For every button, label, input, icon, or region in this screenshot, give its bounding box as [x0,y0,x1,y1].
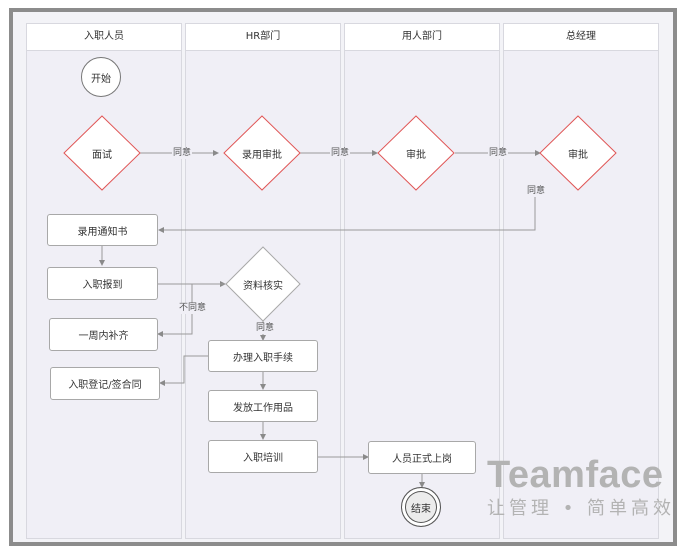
brand-slogan: 让管理 • 简单高效 [487,498,676,519]
edge-label-agree: 同意 [255,323,276,334]
lane-header: 用人部门 [345,24,499,51]
node-label: 录用审批 [242,149,282,161]
supplement-node: 一周内补齐 [49,318,158,351]
brand-name: Teamface [487,454,664,496]
hr-approve-node: 录用审批 [224,116,300,190]
edge-label-agree: 同意 [330,148,351,159]
decision-interview [63,115,141,191]
end-node: 结束 [401,487,441,527]
lane-general-manager: 总经理 [503,23,659,539]
edge-onboard-register [159,355,208,386]
decision-verify [225,246,301,322]
decision-gm-approve [539,115,617,191]
gm-approve-node: 审批 [540,116,616,190]
node-label: 审批 [568,149,588,161]
edge-gm-offer [158,190,536,233]
interview-node: 面试 [64,116,140,190]
edge-label-agree: 同意 [172,148,193,159]
verify-node: 资料核实 [226,247,300,321]
node-label: 面试 [92,149,112,161]
onboard-procedure-node: 办理入职手续 [208,340,318,372]
decision-hr-approve [223,115,301,191]
node-label: 资料核实 [243,280,283,292]
edge-label-agree: 同意 [526,186,547,197]
start-node: 开始 [81,57,121,97]
training-node: 入职培训 [208,440,318,473]
edge-label-agree: 同意 [488,148,509,159]
lane-header: HR部门 [186,24,340,51]
decision-dept-approve [377,115,455,191]
node-label: 审批 [406,149,426,161]
report-node: 入职报到 [47,267,158,300]
supplies-node: 发放工作用品 [208,390,318,422]
formal-post-node: 人员正式上岗 [368,441,476,474]
dept-approve-node: 审批 [378,116,454,190]
lane-header: 入职人员 [27,24,181,51]
offer-node: 录用通知书 [47,214,158,246]
lane-header: 总经理 [504,24,658,51]
register-contract-node: 入职登记/签合同 [50,367,160,400]
brand-watermark: Teamface 让管理 • 简单高效 [487,455,677,520]
edge-label-disagree: 不同意 [178,303,208,314]
